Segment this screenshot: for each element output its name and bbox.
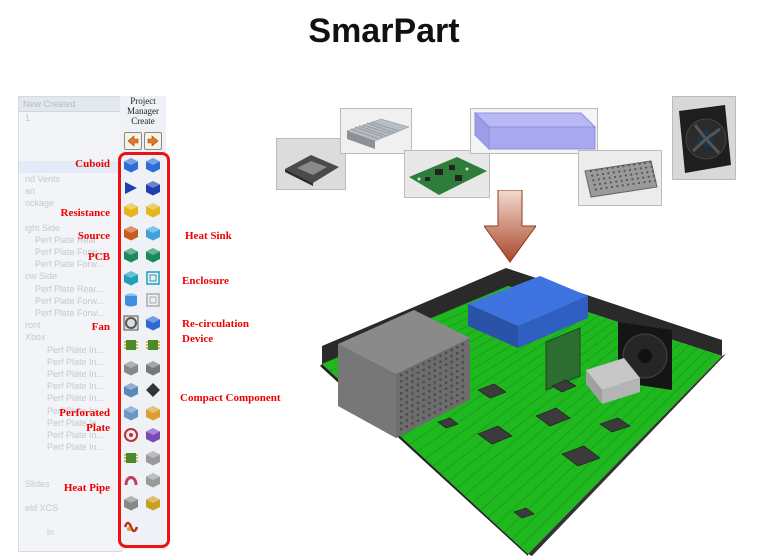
user-icon[interactable] [145, 360, 161, 376]
tree-row[interactable]: Xbox [25, 332, 46, 343]
tree-row[interactable]: 1 [25, 113, 31, 123]
down-arrow-icon [484, 190, 536, 263]
tree-row[interactable]: Perf Plate In... [47, 429, 105, 440]
label-heat-sink: Heat Sink [185, 230, 232, 242]
tree-row[interactable]: ow Side [25, 271, 58, 282]
right-arrow-icon [147, 135, 159, 147]
tree-row[interactable] [19, 514, 121, 526]
tree-row[interactable]: an [25, 186, 36, 197]
tree-row[interactable]: Perf Plate Forw... [35, 247, 105, 258]
label-plate: Plate [86, 422, 110, 434]
tree-row[interactable]: Perf Plate In... [47, 344, 105, 355]
opening-icon[interactable] [145, 292, 161, 308]
assembled-model-render [320, 268, 726, 556]
tree-row[interactable] [19, 160, 121, 173]
label-compact-component: Compact Component [180, 392, 281, 404]
tree-row[interactable]: Slides [25, 478, 50, 489]
tree-row[interactable]: eld XCS [25, 503, 59, 513]
label-enclosure: Enclosure [182, 275, 229, 287]
block-icon[interactable] [145, 427, 161, 443]
label-cuboid: Cuboid [75, 158, 110, 170]
tree-row[interactable]: Perf Plate Forw... [35, 308, 105, 318]
tree-row[interactable]: Perf Plate In... [47, 442, 105, 453]
perforated-plate-icon[interactable] [123, 382, 139, 398]
hexahedron-icon[interactable] [145, 180, 161, 196]
tec-icon[interactable] [123, 495, 139, 511]
pcb-alt-icon[interactable] [145, 247, 161, 263]
tree-row[interactable]: New Created [19, 97, 121, 112]
cuboid-icon[interactable] [123, 157, 139, 173]
compact-component-icon[interactable] [123, 337, 139, 353]
tree-row[interactable]: Perf Plate In... [47, 405, 105, 416]
tree-row[interactable]: Perf Plate Forw... [35, 295, 105, 306]
tree-row[interactable]: ockage [25, 198, 55, 209]
source-icon[interactable] [123, 225, 139, 241]
tree-row[interactable]: Perf Plate Rear... [35, 283, 104, 294]
page-title: SmarPart [308, 12, 460, 50]
enclosure-wire-icon[interactable] [145, 270, 161, 286]
tree-row[interactable]: Perf Plate In... [47, 356, 105, 367]
cylinder-icon[interactable] [123, 292, 139, 308]
chain-icon[interactable] [145, 472, 161, 488]
tree-row[interactable]: Perf Plate In... [47, 368, 105, 379]
wall-icon[interactable] [123, 360, 139, 376]
tree-row[interactable]: Perf Plate In... [47, 393, 105, 404]
filter-icon[interactable] [145, 405, 161, 421]
label-device: Device [182, 333, 214, 345]
palette-highlight-box [118, 152, 170, 548]
tree-row[interactable]: in [47, 527, 55, 538]
heat-pipe-icon[interactable] [123, 472, 139, 488]
tree-row[interactable] [19, 453, 121, 465]
pcb-photo [404, 150, 490, 198]
label-resistance: Resistance [60, 207, 111, 219]
diamond-icon[interactable] [145, 382, 161, 398]
resistance-icon[interactable] [123, 202, 139, 218]
previous-button[interactable] [124, 132, 142, 150]
network-icon[interactable] [123, 450, 139, 466]
perforated-plate-photo [578, 150, 662, 206]
tree-row[interactable]: Perf Plate In... [47, 417, 105, 428]
next-button[interactable] [144, 132, 162, 150]
pcb-icon[interactable] [123, 247, 139, 263]
tree-row[interactable]: nd Vents [25, 173, 61, 184]
label-perforated: Perforated [59, 407, 110, 419]
thermistor-icon[interactable] [145, 450, 161, 466]
tree-row[interactable]: Perf Plate Forw... [35, 259, 105, 270]
tree-row[interactable]: ight Side [25, 222, 61, 233]
fan-photo [672, 96, 736, 180]
palette-header: Project Manager Create [127, 96, 159, 126]
label-heat-pipe: Heat Pipe [63, 482, 110, 494]
label-pcb: PCB [88, 251, 110, 263]
recirculation-device-icon[interactable] [145, 315, 161, 331]
cuboid-alt-icon[interactable] [145, 157, 161, 173]
tree-row[interactable] [19, 539, 121, 551]
tree-row[interactable]: in [19, 551, 121, 552]
tree-row[interactable]: Perf Plate Rear [35, 234, 97, 245]
tree-row[interactable] [19, 136, 121, 148]
compact-component-alt-icon[interactable] [145, 337, 161, 353]
spring-icon[interactable] [123, 517, 139, 533]
heat-sink-photo [340, 108, 412, 154]
label-fan: Fan [91, 321, 110, 333]
left-arrow-icon [127, 135, 139, 147]
enclosure-photo [470, 108, 598, 154]
prism-icon[interactable] [123, 180, 139, 196]
tree-row[interactable]: Perf Plate In... [47, 381, 105, 392]
label-recirculation: Re-circulation [182, 318, 250, 330]
grille-icon[interactable] [123, 405, 139, 421]
tree-row[interactable] [19, 124, 121, 136]
target-icon[interactable] [123, 427, 139, 443]
enclosure-icon[interactable] [123, 270, 139, 286]
fan-icon[interactable] [123, 315, 139, 331]
resistance-alt-icon[interactable] [145, 202, 161, 218]
package-icon[interactable] [145, 495, 161, 511]
chip-package-photo [276, 138, 346, 190]
tree-row[interactable] [19, 465, 121, 477]
heat-sink-icon[interactable] [145, 225, 161, 241]
label-source: Source [77, 230, 110, 242]
tree-row[interactable]: ront [25, 320, 41, 331]
